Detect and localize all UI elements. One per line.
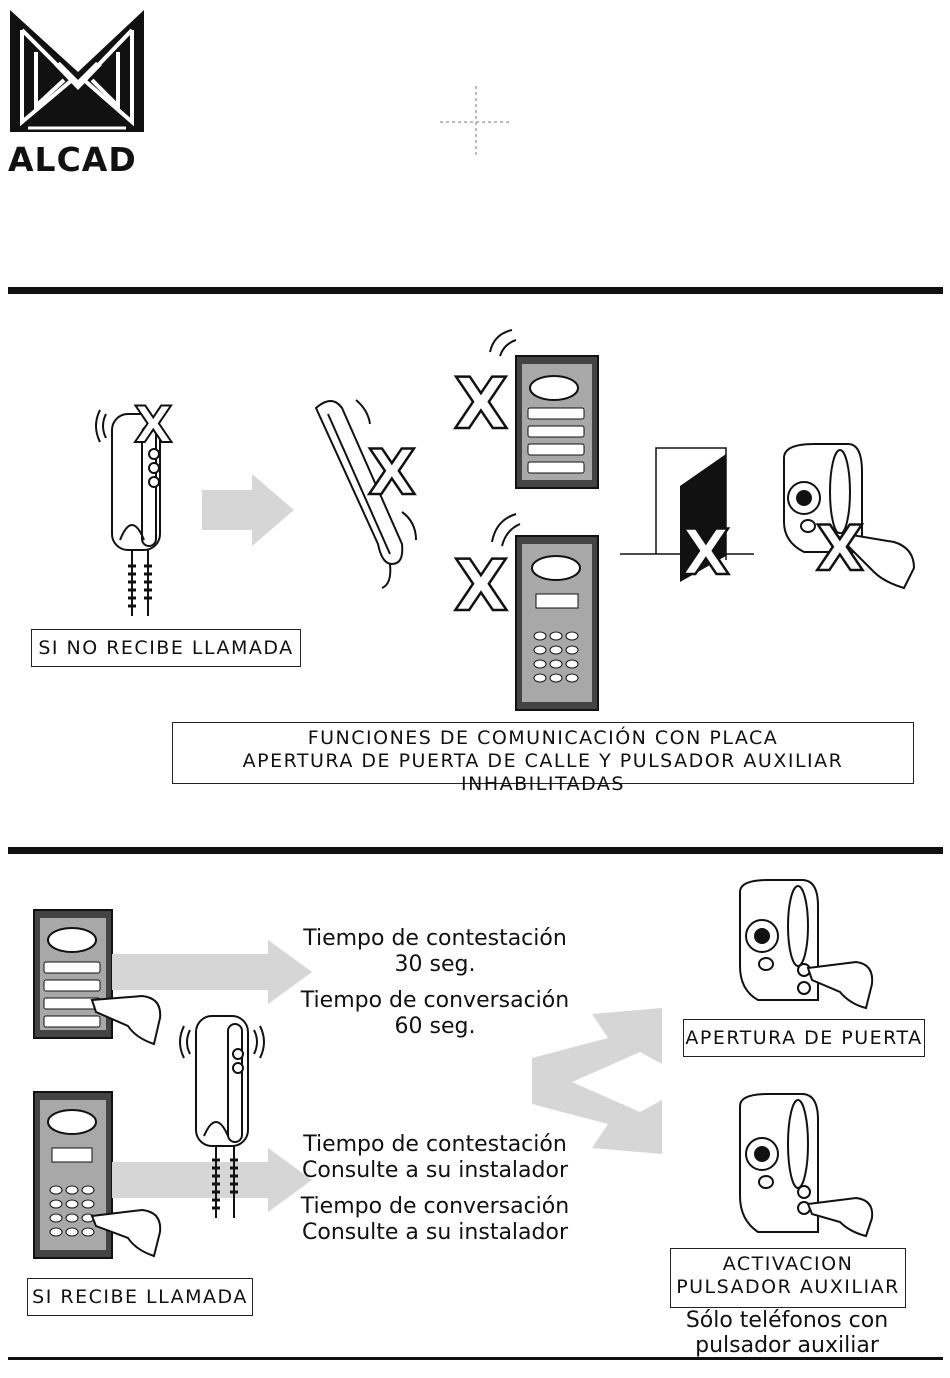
button-panel-disabled-icon: X <box>453 329 599 489</box>
aux-button-icon <box>739 1093 874 1238</box>
svg-text:X: X <box>368 436 416 509</box>
brand-name: ALCAD <box>8 140 137 179</box>
receives-call-label: SI RECIBE LLAMADA <box>27 1278 253 1316</box>
footer-divider <box>8 1357 943 1360</box>
svg-text:X: X <box>682 516 730 589</box>
notice-line-2: APERTURA DE PUERTA DE CALLE Y PULSADOR A… <box>242 750 844 795</box>
no-call-label-text: SI NO RECIBE LLAMADA <box>38 637 294 659</box>
door-open-label: APERTURA DE PUERTA <box>683 1019 925 1057</box>
button-panel-press-icon <box>33 909 162 1046</box>
answer-time-value: Consulte a su instalador <box>302 1158 568 1183</box>
door-button-disabled-icon: X <box>783 443 916 590</box>
aux-note-line-1: Sólo teléfonos con <box>685 1308 889 1333</box>
aux-note: Sólo teléfonos con pulsador auxiliar <box>660 1308 914 1358</box>
answer-time-label: Tiempo de contestación <box>303 1132 567 1157</box>
notice-line-1: FUNCIONES DE COMUNICACIÓN CON PLACA <box>307 727 779 749</box>
svg-text:X: X <box>134 396 173 454</box>
talk-time-value: 60 seg. <box>394 1014 476 1039</box>
aux-activation-label: ACTIVACION PULSADOR AUXILIAR <box>670 1248 906 1308</box>
handset-ringing-icon <box>179 1015 265 1218</box>
svg-text:X: X <box>454 545 508 627</box>
aux-note-line-2: pulsador auxiliar <box>695 1333 879 1358</box>
door-open-button-icon <box>739 879 874 1010</box>
disabled-functions-notice: FUNCIONES DE COMUNICACIÓN CON PLACA APER… <box>172 722 914 795</box>
split-arrow-icon <box>532 1008 662 1154</box>
bottom-section-divider <box>8 847 943 854</box>
no-call-label: SI NO RECIBE LLAMADA <box>31 629 301 667</box>
receives-call-label-text: SI RECIBE LLAMADA <box>32 1286 248 1308</box>
keypad-panel-press-icon <box>33 1091 162 1259</box>
keypad-panel-disabled-icon: X <box>453 513 599 711</box>
door-open-label-text: APERTURA DE PUERTA <box>685 1027 923 1049</box>
svg-text:X: X <box>454 363 508 445</box>
registration-mark <box>440 86 512 156</box>
arrow-right-icon <box>202 474 294 546</box>
talk-time-value: Consulte a su instalador <box>302 1220 568 1245</box>
answer-talk-times-keypad: Tiempo de contestación Consulte a su ins… <box>290 1132 580 1246</box>
alcad-logo-mark <box>10 10 144 132</box>
arrow-right-icon <box>112 940 312 1004</box>
aux-line-2: PULSADOR AUXILIAR <box>676 1276 900 1298</box>
handset-lifted-icon: X <box>314 399 417 589</box>
top-section-divider <box>8 287 943 294</box>
handset-ringing-icon: X <box>95 395 174 616</box>
arrow-right-icon <box>112 1148 312 1212</box>
answer-time-label: Tiempo de contestación <box>303 926 567 951</box>
door-locked-icon: X <box>620 447 754 590</box>
answer-time-value: 30 seg. <box>394 952 476 977</box>
talk-time-label: Tiempo de conversación <box>300 988 570 1013</box>
aux-line-1: ACTIVACION <box>722 1253 854 1275</box>
svg-text:X: X <box>816 512 864 585</box>
answer-talk-times-buttons: Tiempo de contestación 30 seg. Tiempo de… <box>290 926 580 1040</box>
talk-time-label: Tiempo de conversación <box>300 1194 570 1219</box>
